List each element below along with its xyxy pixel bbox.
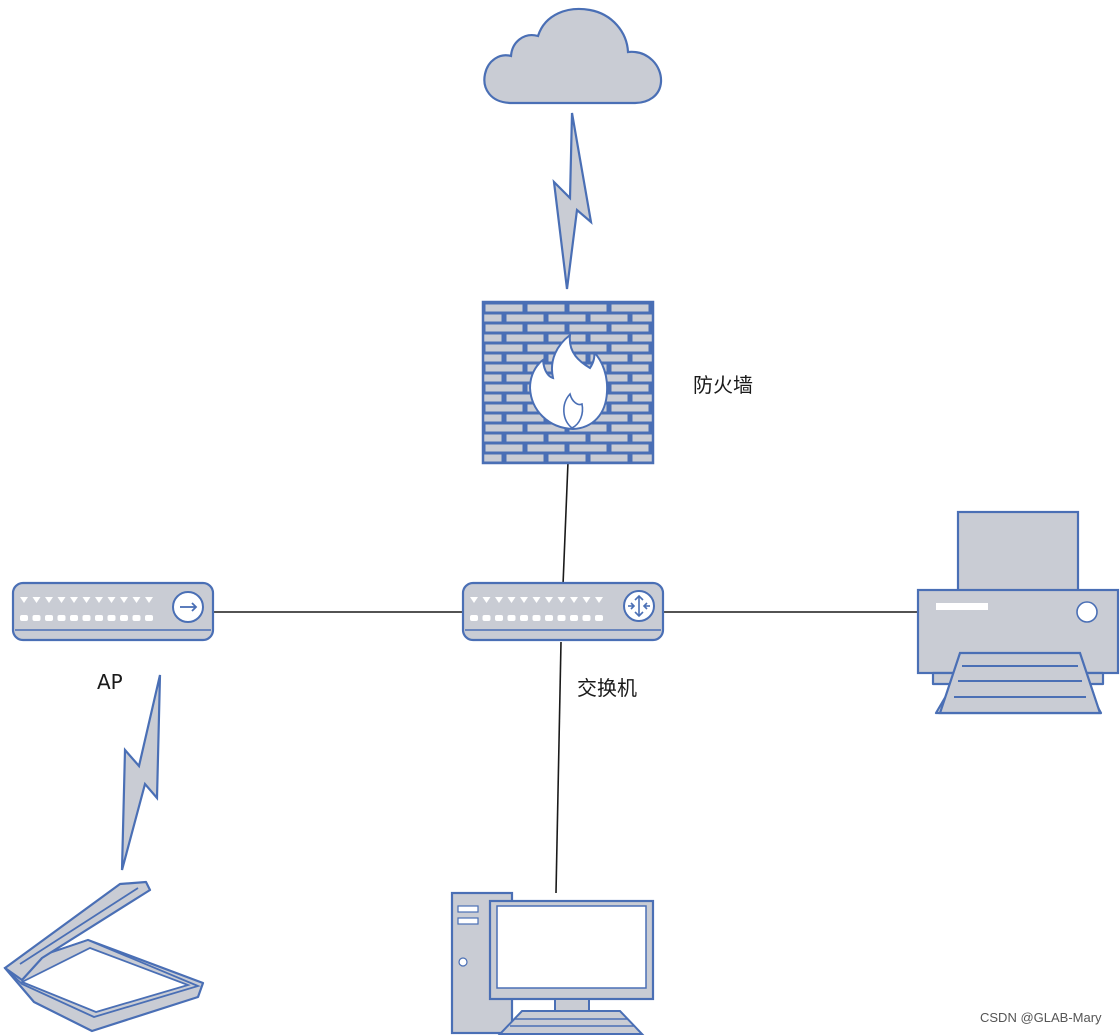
scanner-icon [3,880,205,1033]
link-switch-pc [555,641,562,894]
port [120,615,128,621]
flame-icon [528,332,609,431]
port [57,615,66,621]
wireless-link-ap-scanner [120,674,162,871]
port-led [570,597,578,603]
access-point-icon [11,581,215,642]
port-led [495,597,503,603]
port-led [120,597,128,603]
port-led [132,597,141,603]
port [545,615,553,621]
port [145,615,153,621]
port-led [532,597,541,603]
port-led [57,597,66,603]
port-led [482,597,491,603]
switch-label: 交换机 [577,676,637,700]
firewall-label: 防火墙 [693,373,753,397]
printer-icon [916,510,1120,715]
port-led [545,597,553,603]
port [95,615,103,621]
port-led [470,597,478,603]
port [557,615,566,621]
watermark-text: CSDN @GLAB-Mary [980,1010,1102,1025]
port [570,615,578,621]
wireless-link-cloud-firewall [552,112,593,290]
port [532,615,541,621]
cloud-icon [483,8,663,105]
links [212,461,918,894]
port [507,615,516,621]
port-led [32,597,41,603]
port [470,615,478,621]
port [107,615,116,621]
port-led [557,597,566,603]
port [495,615,503,621]
port-led [520,597,528,603]
port [20,615,28,621]
desktop-pc-icon [450,891,655,1035]
port-led [145,597,153,603]
ap-label: AP [97,670,123,694]
port [82,615,91,621]
port-led [107,597,116,603]
port [482,615,491,621]
port-led [45,597,53,603]
switch-icon [461,581,665,642]
port [45,615,53,621]
port-led [507,597,516,603]
port-led [95,597,103,603]
link-firewall-switch [562,461,569,586]
port [132,615,141,621]
port [520,615,528,621]
port [595,615,603,621]
port [582,615,591,621]
port-led [70,597,78,603]
port-led [82,597,91,603]
port [70,615,78,621]
port-led [595,597,603,603]
port [32,615,41,621]
port-led [582,597,591,603]
port-led [20,597,28,603]
firewall-icon [481,300,655,465]
